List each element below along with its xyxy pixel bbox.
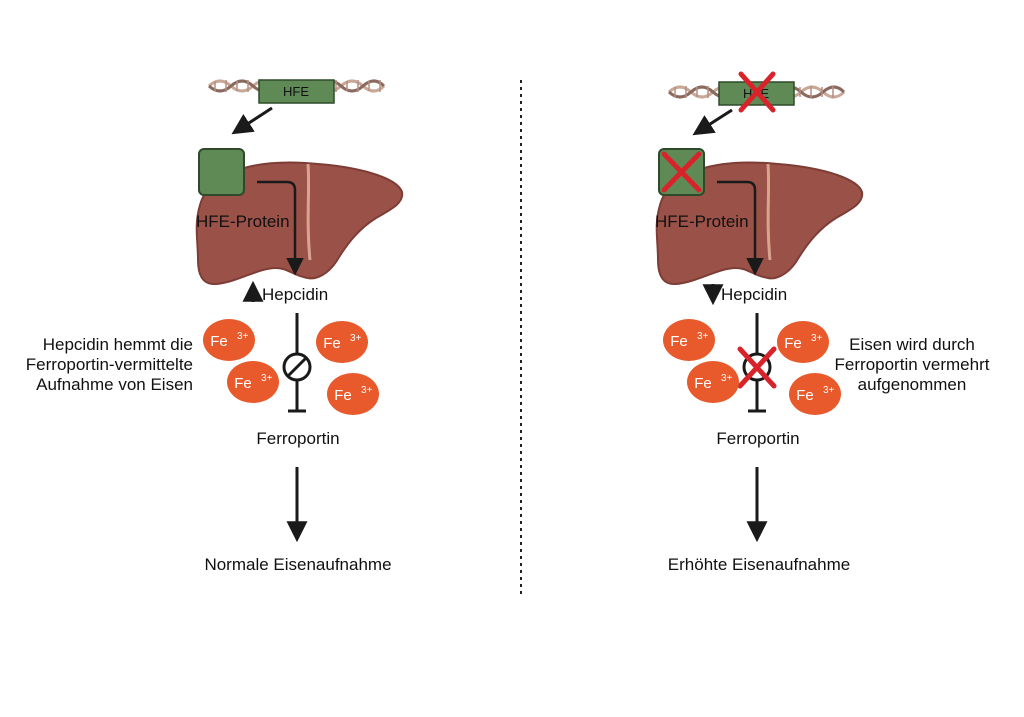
- liver-right: [655, 161, 864, 286]
- svg-text:Fe: Fe: [323, 335, 341, 352]
- svg-text:3+: 3+: [350, 333, 362, 344]
- gene-to-liver-arrow-right: [692, 108, 733, 136]
- hepcidin-label-right: Hepcidin: [721, 285, 787, 304]
- note-right-line-2: Ferroportin vermehrt: [835, 355, 990, 374]
- svg-text:Fe: Fe: [670, 333, 688, 350]
- hfe-gene-box-left: [258, 79, 335, 104]
- note-left-line-3: Aufnahme von Eisen: [36, 375, 193, 394]
- outcome-label-right: Erhöhte Eisenaufnahme: [668, 555, 850, 574]
- hfe-protein-label-right: HFE-Protein: [655, 212, 749, 231]
- svg-text:Fe: Fe: [694, 375, 712, 392]
- protein-to-hepcidin-arrow-left: [257, 180, 304, 276]
- hfe-protein-label-left: HFE-Protein: [196, 212, 290, 231]
- svg-text:3+: 3+: [697, 331, 709, 342]
- fe-ion-right-1: Fe 3+: [663, 319, 715, 361]
- svg-text:3+: 3+: [261, 373, 273, 384]
- protein-cross-icon: [661, 151, 702, 193]
- fe-ion-left-1: Fe 3+: [203, 319, 255, 361]
- svg-text:Fe: Fe: [210, 333, 228, 350]
- fe-ion-left-3: Fe 3+: [227, 361, 279, 403]
- ferroportin-label-left: Ferroportin: [256, 429, 339, 448]
- fe-ion-left-4: Fe 3+: [327, 373, 379, 415]
- hepcidin-label-left: Hepcidin: [262, 285, 328, 304]
- note-left-line-1: Hepcidin hemmt die: [43, 335, 193, 354]
- svg-text:3+: 3+: [823, 385, 835, 396]
- hfe-gene-label-left: HFE: [283, 84, 309, 99]
- note-right-line-1: Eisen wird durch: [849, 335, 975, 354]
- gene-cross-icon: [738, 71, 776, 113]
- fe-ion-right-2: Fe 3+: [777, 321, 829, 363]
- svg-text:3+: 3+: [811, 333, 823, 344]
- hfe-protein-box-left: [198, 148, 245, 196]
- left-panel: HFE HFE-Protein Hepcidin Fe 3+ Fe 3+: [26, 79, 404, 574]
- svg-text:3+: 3+: [361, 385, 373, 396]
- outcome-label-left: Normale Eisenaufnahme: [204, 555, 391, 574]
- fe-ion-right-4: Fe 3+: [789, 373, 841, 415]
- fe-ion-left-2: Fe 3+: [316, 321, 368, 363]
- svg-text:Fe: Fe: [784, 335, 802, 352]
- svg-text:Fe: Fe: [234, 375, 252, 392]
- note-left-line-2: Ferroportin-vermittelte: [26, 355, 193, 374]
- liver-left: [195, 161, 404, 286]
- svg-text:3+: 3+: [721, 373, 733, 384]
- ferroportin-label-right: Ferroportin: [716, 429, 799, 448]
- right-panel: HFE HFE-Protein Hepcidin Fe: [655, 71, 990, 574]
- svg-text:Fe: Fe: [334, 387, 352, 404]
- gene-to-liver-arrow-left: [231, 106, 273, 135]
- note-right-line-3: aufgenommen: [858, 375, 967, 394]
- svg-text:Fe: Fe: [796, 387, 814, 404]
- fe-ion-right-3: Fe 3+: [687, 361, 739, 403]
- block-cross-icon: [737, 346, 777, 389]
- protein-to-hepcidin-arrow-right: [717, 180, 764, 276]
- svg-text:3+: 3+: [237, 331, 249, 342]
